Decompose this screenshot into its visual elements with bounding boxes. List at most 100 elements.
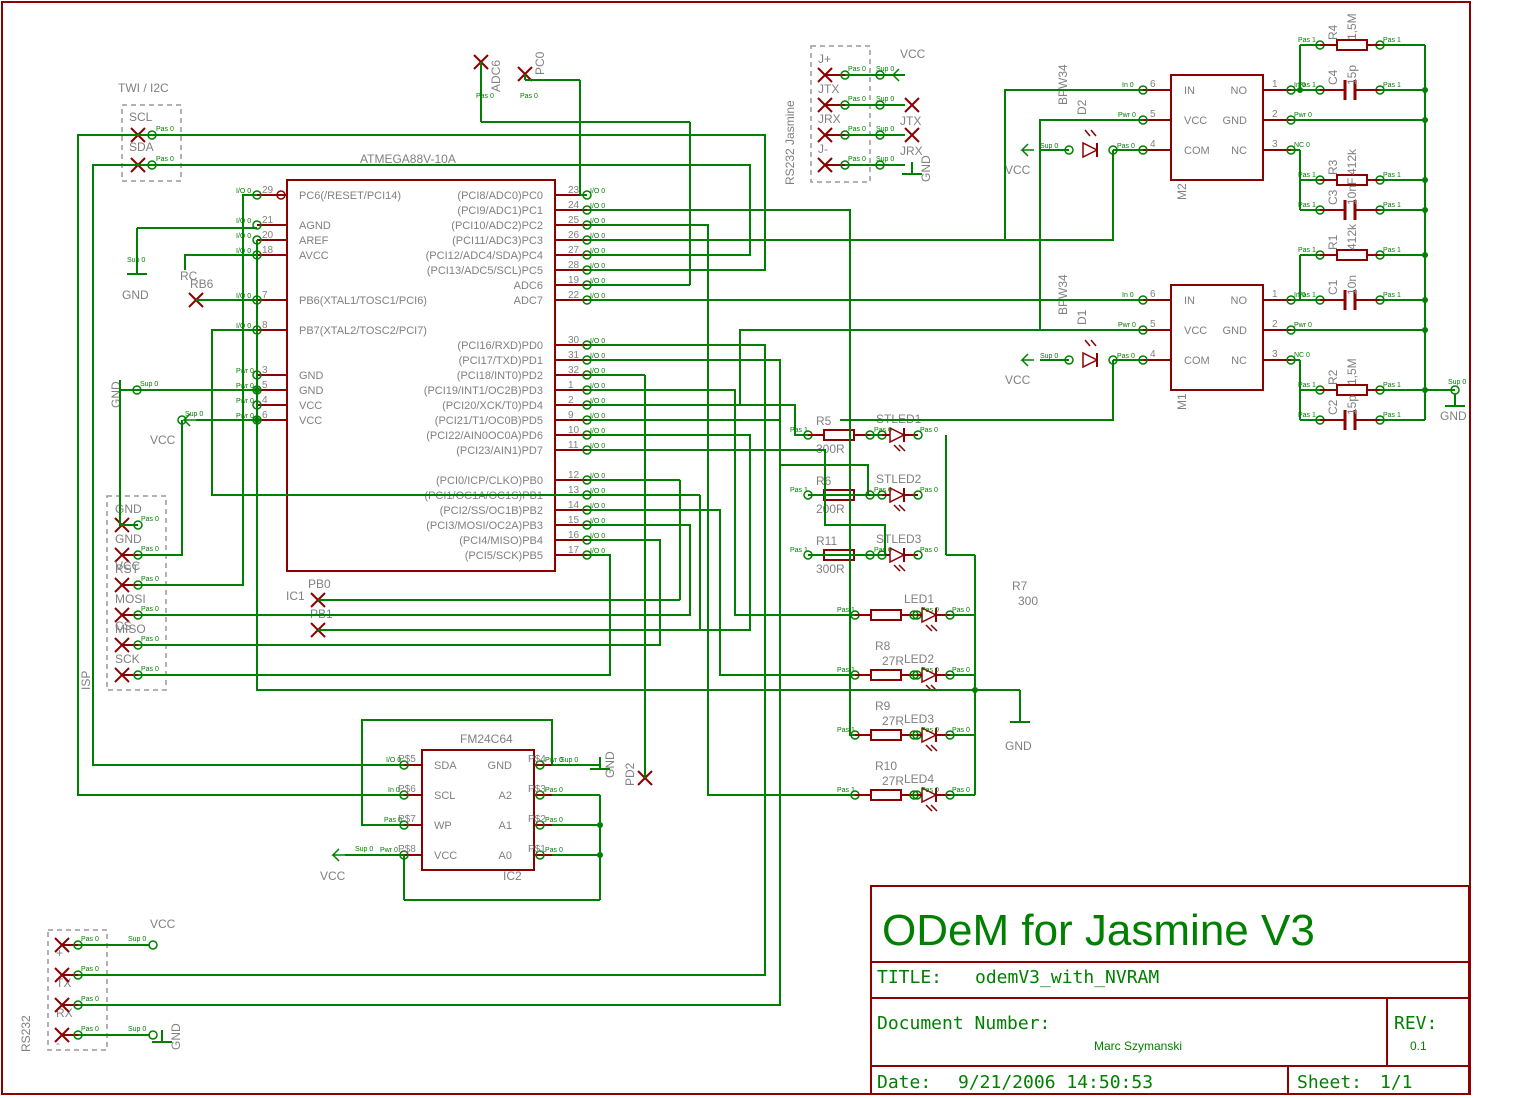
led-ref: LED2 — [904, 652, 934, 666]
pin-type-label: Sup 0 — [560, 757, 578, 764]
photodiode — [1082, 141, 1098, 159]
vcc-label: VCC — [1005, 163, 1031, 177]
pin-type-label: Pas 1 — [1298, 247, 1316, 254]
pin-type-label: NC 0 — [1294, 352, 1310, 359]
pin-type-label: In 0 — [388, 787, 400, 794]
mcu-pin-label: GND — [299, 385, 324, 397]
pin-type-label: Pas 1 — [1383, 247, 1401, 254]
vcc-label: VCC — [320, 869, 346, 883]
resistor-ref: R5 — [816, 414, 832, 428]
wire — [587, 509, 855, 676]
date-label: Date: — [877, 1072, 931, 1093]
part-value: 1,5M — [1345, 358, 1359, 385]
eeprom-pin-label: VCC — [434, 850, 457, 862]
part-ref: C2 — [1326, 399, 1340, 415]
pin-type-label: I/O 0 — [590, 473, 605, 480]
resistor-ref: R8 — [875, 639, 891, 653]
eeprom-pin-end — [535, 760, 545, 770]
pin-type-label: Pas 1 — [1383, 202, 1401, 209]
mcu-pin-number: 14 — [568, 500, 580, 511]
pin-type-label: NC 0 — [1294, 142, 1310, 149]
led-ref: LED4 — [904, 772, 934, 786]
pin-type-label: Pwr 0 — [1118, 322, 1136, 329]
mcu-pin-label: PB6(XTAL1/TOSC1/PCI6) — [299, 295, 427, 307]
led-ref: STLED2 — [876, 472, 922, 486]
pin-type-label: Pas 1 — [1298, 82, 1316, 89]
module-pin-number: 3 — [1272, 139, 1278, 150]
module-pin-label: IN — [1184, 85, 1195, 97]
mcu-pin-number: 13 — [568, 485, 580, 496]
mcu-pin-number: 24 — [568, 200, 580, 211]
part-value: 15p — [1345, 65, 1359, 85]
mcu-pin-label: (PCI8/ADC0)PC0 — [457, 190, 543, 202]
pin-type-label: Pas 0 — [921, 787, 939, 794]
pin-type-label: Pas 1 — [837, 727, 855, 734]
pin-type-label: Pas 0 — [476, 93, 494, 100]
mcu-pin-label: (PCI17/TXD)PD1 — [459, 355, 543, 367]
pin-type-label: Pas 0 — [921, 727, 939, 734]
mcu-pin-number: 10 — [568, 425, 580, 436]
junction — [1422, 177, 1428, 183]
pin-type-label: Pas 1 — [790, 427, 808, 434]
net-label: PD2 — [623, 762, 637, 786]
pin-type-label: Pwr 0 — [236, 398, 254, 405]
pin-type-label: Sup 0 — [876, 126, 894, 133]
mcu-pin-label: (PCI13/ADC5/SCL)PC5 — [427, 265, 543, 277]
pin-type-label: Pas 0 — [952, 607, 970, 614]
pin-type-label: Sup 0 — [185, 411, 203, 418]
pin-type-label: I/O 0 — [590, 428, 605, 435]
pin-type-label: Pwr 0 — [1118, 112, 1136, 119]
module-pin-label: NC — [1231, 355, 1247, 367]
mcu-pin-number: 15 — [568, 515, 580, 526]
module-pin-number: 5 — [1150, 319, 1156, 330]
no-connect-mark — [904, 97, 920, 113]
eeprom-pin-end — [535, 850, 545, 860]
pin-type-label: Pas 1 — [1298, 37, 1316, 44]
resistor-ref: R11 — [816, 534, 837, 548]
module-pin-number: 4 — [1150, 139, 1156, 150]
pin-type-label: Pas 0 — [1117, 353, 1135, 360]
mcu-name: ATMEGA88V-10A — [360, 152, 456, 166]
pin-type-label: Pas 1 — [1298, 172, 1316, 179]
module-pin-label: COM — [1184, 355, 1210, 367]
photodiode-light — [1090, 339, 1097, 347]
module-pin-label: GND — [1223, 325, 1248, 337]
pin-type-label: Pwr 0 — [545, 757, 563, 764]
eeprom-pin-label: A0 — [499, 850, 512, 862]
eeprom-pin-label: A2 — [499, 790, 512, 802]
pin-type-label: I/O 0 — [590, 248, 605, 255]
pin-type-label: I/O 0 — [590, 278, 605, 285]
eeprom-pin-number: P$8 — [398, 844, 416, 855]
junction — [1422, 207, 1428, 213]
resistor-ref: R7 — [1012, 579, 1028, 593]
led-light — [930, 744, 938, 752]
pin-type-label: Pas 0 — [920, 427, 938, 434]
header-pin-label: - — [56, 1036, 60, 1050]
part-ref: R2 — [1326, 369, 1340, 385]
sheet-label: Sheet: — [1297, 1072, 1362, 1093]
resistor-value: 300R — [816, 562, 845, 576]
module-pin-number: 1 — [1272, 79, 1278, 90]
header-pin-label: SCL — [129, 110, 153, 124]
pin-type-label: Pas 0 — [952, 787, 970, 794]
mcu-pin-label: (PCI21/T1/OC0B)PD5 — [435, 415, 543, 427]
eeprom-ref: IC2 — [503, 869, 522, 883]
led — [889, 427, 906, 444]
module-body — [1170, 284, 1264, 391]
resistor-ref: R10 — [875, 759, 897, 773]
module-pin-number: 6 — [1150, 289, 1156, 300]
pin-end — [148, 940, 158, 950]
rs232-header — [47, 929, 108, 1051]
net-label: ADC6 — [489, 60, 503, 92]
header-pin-label: MOSI — [115, 592, 146, 606]
pin-type-label: Sup 0 — [876, 66, 894, 73]
led-light — [898, 564, 906, 572]
wire — [119, 390, 138, 526]
pin-type-label: Pas 1 — [1383, 172, 1401, 179]
mcu-pin-label: GND — [299, 370, 324, 382]
pin-end — [132, 385, 142, 395]
wire — [138, 554, 611, 676]
pin-type-label: Pas 0 — [1117, 143, 1135, 150]
pin-type-label: I/O 0 — [590, 488, 605, 495]
pin-type-label: Pas 0 — [545, 847, 563, 854]
